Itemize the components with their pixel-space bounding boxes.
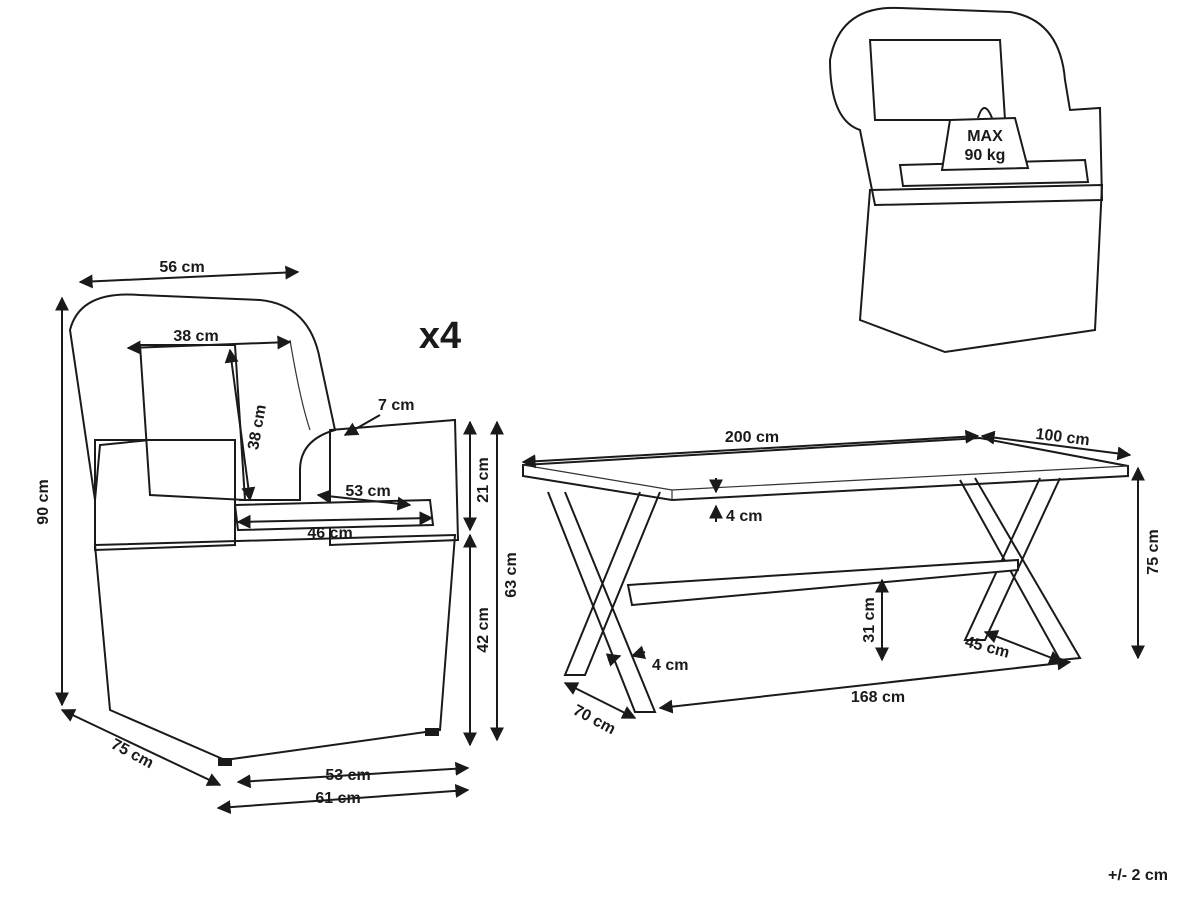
chair-backrest-height-label: 38 cm [245,403,270,451]
tolerance-note: +/- 2 cm [1108,867,1168,884]
dimension-lines [55,265,1145,815]
chair-base-width-label: 53 cm [325,767,370,784]
table-leg-depth-label: 70 cm [570,702,618,738]
chair-total-width-label: 61 cm [315,790,360,807]
chair-arm-height-label: 21 cm [475,457,492,502]
table-length-label: 200 cm [725,429,779,446]
table-drawing [522,436,1129,713]
chair-seat-width-label: 46 cm [307,525,352,542]
chair-seat-depth-label: 53 cm [345,483,390,500]
table-stretcher-height-label: 31 cm [861,597,878,642]
chair-load-illustration: MAX 90 kg [828,6,1104,354]
chair-arm-width-label: 7 cm [378,397,414,414]
chair-backrest-width-label: 38 cm [173,328,218,345]
chair-depth-label: 75 cm [108,736,156,772]
table-leg-width-label: 45 cm [963,634,1011,662]
table-leg-span-label: 168 cm [851,689,905,706]
chair-quantity-label: x4 [419,315,461,357]
chair-arm-total-height-label: 63 cm [503,552,520,597]
chair-seat-height-label: 42 cm [475,607,492,652]
load-weight-label: 90 kg [965,147,1006,164]
table-height-label: 75 cm [1145,529,1162,574]
table-width-label: 100 cm [1035,426,1091,449]
chair-total-height-label: 90 cm [35,479,52,524]
chair-width-top-label: 56 cm [159,259,204,276]
chair-drawing [68,293,460,766]
load-max-label: MAX [967,128,1003,145]
table-top-thickness-label: 4 cm [726,508,762,525]
table-leg-thickness-label: 4 cm [652,657,688,674]
